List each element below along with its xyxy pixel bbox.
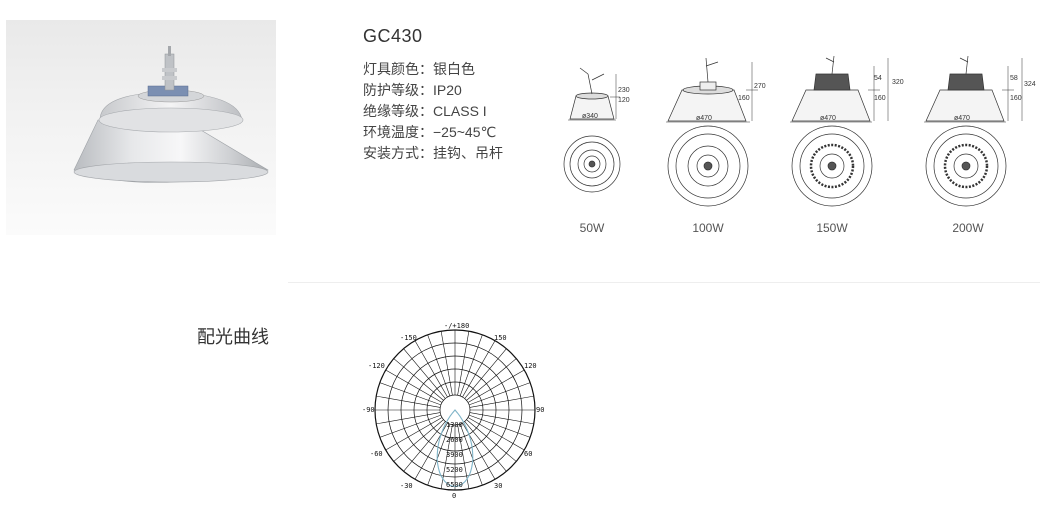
grid-spoke xyxy=(466,358,517,401)
dim-height: 324 xyxy=(1024,81,1036,88)
grid-spoke xyxy=(469,395,534,408)
dim-height: 160 xyxy=(1010,95,1022,102)
wattage-label: 100W xyxy=(692,221,724,235)
spec-list: 灯具颜色：银白色 防护等级：IP20 绝缘等级：CLASS I 环境温度：−25… xyxy=(363,59,503,164)
grid-spoke xyxy=(376,412,441,425)
angle-label-120: 120 xyxy=(524,362,537,370)
grid-spoke xyxy=(379,414,442,438)
spec-row-insulation: 绝缘等级：CLASS I xyxy=(363,101,503,122)
angle-label-neg90: -90 xyxy=(362,406,375,414)
angle-label-neg120: -120 xyxy=(368,362,385,370)
angle-label-180: -/+180 xyxy=(444,322,469,330)
dim-diameter: ø340 xyxy=(582,113,598,120)
spec-row-color: 灯具颜色：银白色 xyxy=(363,59,503,80)
dim-height: 120 xyxy=(618,97,630,104)
radial-label: 6500 xyxy=(446,481,463,489)
spec-label: 绝缘等级： xyxy=(363,103,433,119)
grid-spoke xyxy=(457,331,470,396)
radial-label: 1300 xyxy=(446,421,463,429)
lamp-illustration xyxy=(73,46,269,183)
dim-height: 230 xyxy=(618,87,630,94)
spec-row-installation: 安装方式：挂钩、吊杆 xyxy=(363,143,503,164)
angle-label-neg150: -150 xyxy=(400,334,417,342)
product-model: GC430 xyxy=(363,26,423,46)
dim-diameter: ø470 xyxy=(820,115,836,122)
drawing-50w: 230 120 ø340 xyxy=(563,67,630,193)
dim-height: 54 xyxy=(874,75,882,82)
drawing-100w: 270 160 ø470 xyxy=(666,57,766,207)
grid-spoke xyxy=(376,395,441,408)
angle-label-0: 0 xyxy=(452,492,456,500)
light-distribution-chart: -/+180 -150 150 -120 120 -90 90 -60 60 -… xyxy=(362,322,544,500)
angle-label-150: 150 xyxy=(494,334,507,342)
spec-value: IP20 xyxy=(433,82,462,98)
grid-spoke xyxy=(427,334,451,397)
spec-label: 安装方式： xyxy=(363,145,433,161)
dim-diameter: ø470 xyxy=(696,115,712,122)
polar-grid xyxy=(374,329,536,491)
drawing-150w: 54 320 160 ø470 xyxy=(790,55,904,207)
grid-spoke xyxy=(440,331,453,396)
angle-label-60: 60 xyxy=(524,450,532,458)
spec-value: CLASS I xyxy=(433,103,487,119)
product-photo xyxy=(6,20,276,235)
dim-height: 270 xyxy=(754,83,766,90)
spec-value: 银白色 xyxy=(433,61,475,77)
grid-spoke xyxy=(464,421,507,472)
grid-spoke xyxy=(393,358,444,401)
wattage-label: 150W xyxy=(816,221,848,235)
distribution-curve xyxy=(436,409,474,487)
angle-label-30: 30 xyxy=(494,482,502,490)
grid-spoke xyxy=(427,423,451,486)
grid-spoke xyxy=(414,340,448,398)
spec-value: 挂钩、吊杆 xyxy=(433,145,503,161)
spec-value: −25~45℃ xyxy=(433,124,497,140)
dim-height: 160 xyxy=(874,95,886,102)
wattage-label: 50W xyxy=(579,221,605,235)
radial-label: 5200 xyxy=(446,466,463,474)
angle-label-90: 90 xyxy=(536,406,544,414)
spec-label: 环境温度： xyxy=(363,124,433,140)
grid-spoke xyxy=(385,369,443,403)
grid-spoke xyxy=(468,382,531,406)
grid-spoke xyxy=(467,417,525,451)
grid-spoke xyxy=(462,340,496,398)
grid-spoke xyxy=(403,421,446,472)
drawing-200w: 58 324 160 ø470 xyxy=(924,55,1036,207)
wattage-label: 200W xyxy=(952,221,984,235)
grid-spoke xyxy=(459,334,483,397)
radial-label: 3900 xyxy=(446,451,463,459)
grid-spoke xyxy=(393,419,444,462)
spec-label: 防护等级： xyxy=(363,82,433,98)
dimension-drawings: 230 120 ø340 270 160 ø470 54 320 16 xyxy=(563,55,1036,207)
spec-row-temperature: 环境温度：−25~45℃ xyxy=(363,122,503,143)
grid-spoke xyxy=(459,423,483,486)
section-divider xyxy=(288,282,1040,283)
dim-height: 320 xyxy=(892,79,904,86)
section-title: 配光曲线 xyxy=(197,327,269,347)
dim-diameter: ø470 xyxy=(954,115,970,122)
grid-spoke xyxy=(466,419,517,462)
radial-label: 2600 xyxy=(446,436,463,444)
grid-spoke xyxy=(385,417,443,451)
spec-label: 灯具颜色： xyxy=(363,61,433,77)
grid-spoke xyxy=(464,348,507,399)
grid-spoke xyxy=(467,369,525,403)
grid-spoke xyxy=(379,382,442,406)
grid-spoke xyxy=(469,412,534,425)
grid-spoke xyxy=(403,348,446,399)
grid-spoke xyxy=(468,414,531,438)
dim-height: 58 xyxy=(1010,75,1018,82)
spec-row-protection: 防护等级：IP20 xyxy=(363,80,503,101)
angle-label-neg30: -30 xyxy=(400,482,413,490)
dim-height: 160 xyxy=(738,95,750,102)
angle-label-neg60: -60 xyxy=(370,450,383,458)
